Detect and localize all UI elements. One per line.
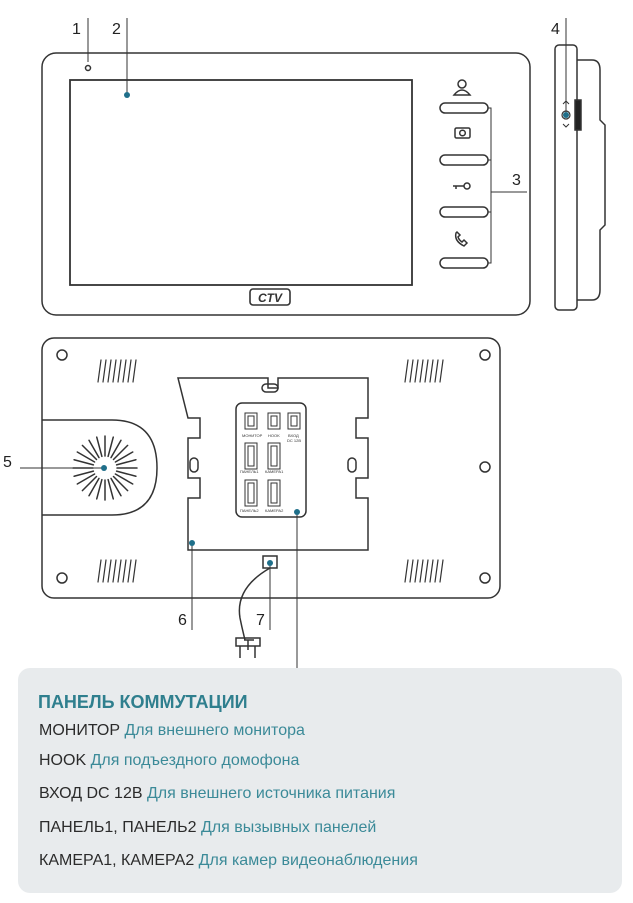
button-2: [439, 154, 489, 166]
connector-socket: [267, 442, 281, 470]
speaker-grille: [72, 435, 138, 501]
callout-3: 3: [512, 172, 521, 189]
speaker-housing: [42, 419, 158, 516]
connector-socket: [244, 412, 258, 430]
callout-1: 1: [72, 21, 81, 38]
callout-dot-2: [124, 92, 130, 98]
callout-2: 2: [112, 21, 121, 38]
label-dc-in: ВХОД: [288, 433, 299, 438]
legend-row: HOOK Для подъездного домофона: [39, 752, 300, 769]
monitor-side-view: [554, 44, 606, 311]
label-camera1: КАМЕРА1: [265, 469, 284, 474]
ground-terminal: [262, 555, 278, 569]
label-dc-12v: DC 12В: [287, 438, 301, 443]
button-3: [439, 206, 489, 218]
callout-dot-4: [563, 112, 569, 118]
connector-panel: [235, 402, 307, 518]
connector-socket: [267, 412, 281, 430]
button-4: [439, 257, 489, 269]
phone-icon: [454, 230, 469, 247]
legend-row: КАМЕРА1, КАМЕРА2 Для камер видеонаблюден…: [39, 852, 418, 869]
sensor-hole: [84, 64, 92, 72]
label-hook: HOOK: [268, 433, 280, 438]
settings-icon: [561, 110, 571, 120]
legend-title: ПАНЕЛЬ КОММУТАЦИИ: [38, 692, 248, 712]
callout-5: 5: [3, 454, 12, 471]
screen: [69, 79, 413, 286]
key-icon: [453, 182, 471, 190]
callout-6: 6: [178, 612, 187, 629]
label-panel1: ПАНЕЛЬ1: [240, 469, 259, 474]
monitor-back-view: [41, 337, 501, 658]
label-camera2: КАМЕРА2: [265, 508, 284, 513]
callout-dot-7: [267, 560, 273, 566]
vents: [97, 359, 444, 583]
connector-socket: [244, 442, 258, 470]
plug: [235, 637, 261, 647]
callout-dot-panel: [294, 509, 300, 515]
monitor-body: [41, 52, 531, 316]
legend-row: МОНИТОР Для внешнего монитора: [39, 722, 305, 739]
legend-panel: ПАНЕЛЬ КОММУТАЦИИ МОНИТОР Для внешнего м…: [18, 668, 622, 893]
person-icon: [452, 79, 472, 96]
label-monitor: МОНИТОР: [242, 433, 263, 438]
connector-labels: МОНИТОР HOOK ВХОД DC 12В ПАНЕЛЬ1 КАМЕРА1…: [240, 433, 301, 513]
mounting-plate: [177, 377, 369, 551]
callout-dot-5: [101, 465, 107, 471]
connector-socket: [267, 479, 281, 507]
power-cable: [238, 567, 271, 650]
connector-socket: [244, 479, 258, 507]
callout-7: 7: [256, 612, 265, 629]
legend-row: ПАНЕЛЬ1, ПАНЕЛЬ2 Для вызывных панелей: [39, 819, 377, 836]
label-panel2: ПАНЕЛЬ2: [240, 508, 259, 513]
connector-socket: [287, 412, 301, 430]
logo-text: CTV: [258, 291, 283, 305]
ctv-logo: [249, 288, 291, 306]
callout-dot-6: [189, 540, 195, 546]
callout-lines: [20, 18, 567, 668]
callout-4: 4: [551, 21, 560, 38]
legend-row: ВХОД DC 12В Для внешнего источника питан…: [39, 785, 396, 802]
button-1: [439, 102, 489, 114]
camera-icon: [454, 127, 471, 139]
monitor-front-view: [41, 52, 531, 316]
